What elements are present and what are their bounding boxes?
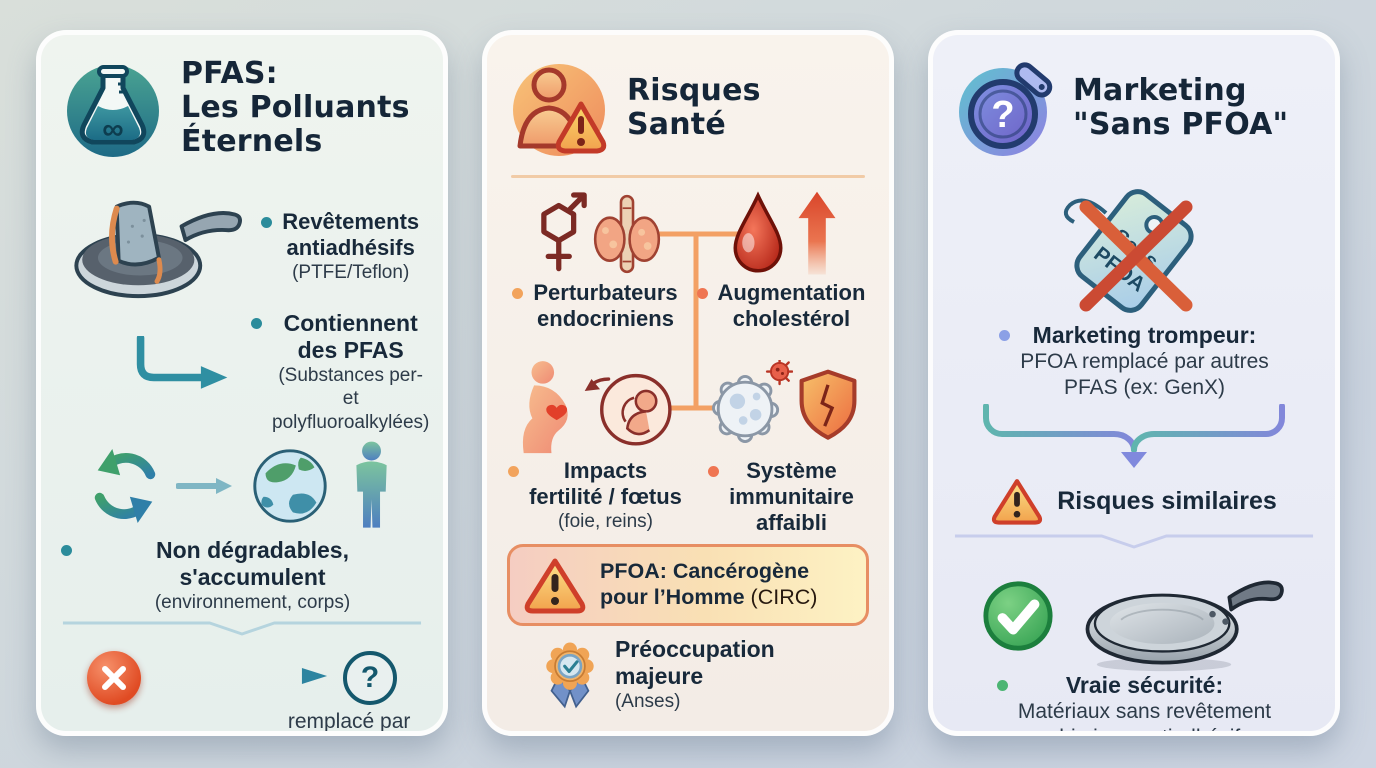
pfoa-replacement-section: ? Ex: PFOA (interdit) remplacé par GenX,… bbox=[61, 645, 423, 736]
frying-pan-icon bbox=[61, 185, 251, 308]
similar-risks-label: Risques similaires bbox=[1057, 486, 1277, 515]
gender-icon bbox=[541, 192, 587, 272]
anses-label: Préoccupation majeure (Anses) bbox=[614, 636, 775, 713]
accumulation-section: Non dégradables, s'accumulent (environne… bbox=[61, 440, 423, 614]
bullet-true-safety: Vraie sécurité: Matériaux sans revêtemen… bbox=[953, 672, 1315, 731]
chevron-divider bbox=[61, 620, 423, 641]
carcinogen-warning-box: PFOA: Cancérogène pour l’Homme (CIRC) bbox=[507, 544, 869, 626]
warning-triangle-icon bbox=[524, 558, 586, 614]
endocrine-icons bbox=[507, 188, 683, 280]
bullet-dot bbox=[61, 544, 72, 556]
bullet-contain-pfas: Contiennent des PFAS (Substances per- et… bbox=[251, 310, 429, 434]
fertility-icons bbox=[507, 358, 683, 458]
bullet-non-degradable: Non dégradables, s'accumulent (environne… bbox=[61, 537, 423, 614]
bullet-dot bbox=[508, 466, 520, 477]
question-circle-icon: ? bbox=[343, 651, 397, 706]
brace-arrow-icon bbox=[953, 403, 1315, 473]
pregnancy-icon bbox=[522, 361, 568, 454]
safe-pan-row bbox=[953, 560, 1315, 672]
warning-triangle-icon bbox=[992, 479, 1043, 525]
anses-row: Préoccupation majeure (Anses) bbox=[507, 636, 869, 713]
cross-circle-icon bbox=[87, 651, 141, 706]
pan-question-icon: ? bbox=[953, 56, 1057, 160]
flask-infinity-icon: ∞ bbox=[61, 56, 165, 160]
check-circle-icon bbox=[983, 581, 1053, 651]
fetus-icon bbox=[584, 373, 672, 446]
bullet-dot bbox=[708, 466, 720, 477]
panel-marketing: ? Marketing"Sans PFOA" Sans PFOA bbox=[928, 30, 1340, 736]
sans-pfoa-tag-icon: Sans PFOA bbox=[953, 185, 1315, 322]
pfoa-banned-label: Ex: PFOA (interdit) bbox=[61, 733, 179, 736]
immune-icons bbox=[693, 358, 869, 458]
globe-icon bbox=[246, 442, 334, 535]
steel-pan-icon bbox=[1085, 580, 1284, 672]
recycle-icon bbox=[86, 445, 164, 532]
similar-risks-row: Risques similaires bbox=[953, 477, 1315, 525]
marketing-title: Marketing"Sans PFOA" bbox=[1073, 72, 1289, 142]
bullet-dot bbox=[261, 216, 273, 228]
arrow-up-icon bbox=[798, 191, 836, 275]
curved-arrow-icon bbox=[61, 334, 251, 407]
chevron-divider bbox=[953, 533, 1315, 554]
bullet-dot bbox=[512, 288, 524, 299]
bullet-dot bbox=[996, 680, 1008, 692]
arrow-right-icon bbox=[154, 666, 329, 691]
bullet-dot bbox=[696, 288, 708, 299]
immune-cell-icon bbox=[712, 360, 793, 443]
cracked-shield-icon bbox=[799, 369, 857, 440]
arrow-right-icon bbox=[175, 476, 234, 501]
bullet-dot bbox=[999, 330, 1011, 341]
blood-drop-icon bbox=[733, 191, 783, 273]
bullet-misleading: Marketing trompeur: PFOA remplacé par au… bbox=[953, 322, 1315, 400]
svg-text:?: ? bbox=[991, 94, 1014, 136]
virus-icon bbox=[765, 360, 793, 386]
bullet-dot bbox=[251, 318, 262, 329]
svg-text:∞: ∞ bbox=[102, 113, 123, 146]
divider bbox=[511, 175, 865, 178]
thyroid-icon bbox=[593, 194, 661, 274]
person-icon bbox=[346, 440, 398, 537]
marketing-header: ? Marketing"Sans PFOA" bbox=[953, 49, 1315, 167]
cholesterol-icons bbox=[693, 188, 869, 280]
replacement-label: remplacé par GenX, PFBS (innocuité doute… bbox=[287, 710, 411, 734]
award-badge-icon bbox=[546, 642, 594, 709]
body-warning-icon bbox=[507, 56, 611, 160]
cross-mark-icon bbox=[1079, 200, 1193, 312]
